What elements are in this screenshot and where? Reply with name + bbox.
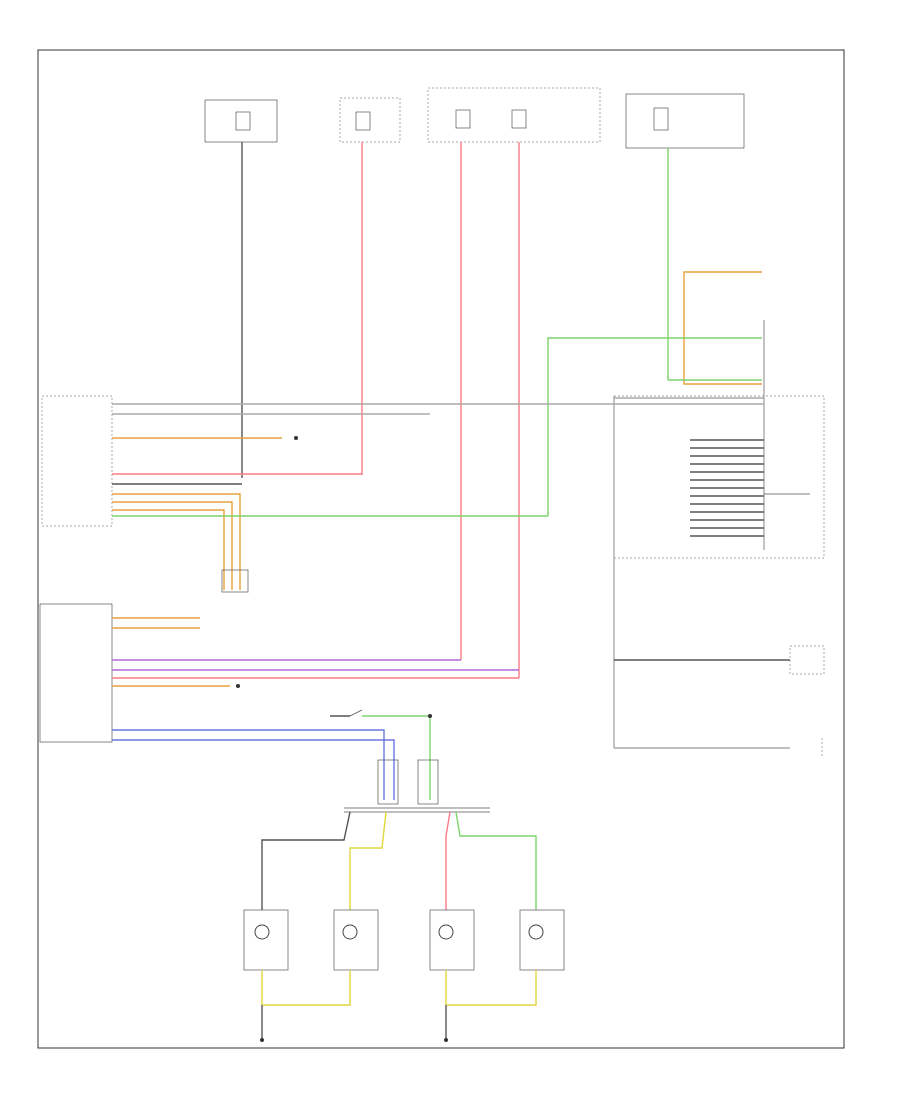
wire-orange-right	[683, 271, 762, 385]
fuse-box-3	[427, 87, 601, 143]
engine-control-module	[39, 603, 113, 743]
wire-lamp-2	[349, 811, 387, 910]
connector-pins-right	[690, 439, 764, 537]
wire-green-right	[547, 337, 762, 516]
lamp-2	[333, 909, 379, 971]
transmission-control-module	[41, 395, 113, 527]
wire-lamp-4	[455, 811, 537, 910]
tcm-connector-wires	[112, 437, 548, 590]
selector-lever-module	[613, 395, 825, 559]
ecm-wires	[112, 617, 519, 800]
wire-lamp-1	[261, 811, 351, 910]
lamp-4	[519, 909, 565, 971]
lamp-3	[429, 909, 475, 971]
lamp-1	[243, 909, 289, 971]
instrument-cluster-box	[789, 645, 825, 675]
fuse-box-1	[204, 99, 278, 143]
wire-ground-right	[445, 970, 537, 1006]
fuse-box-4	[625, 93, 745, 149]
diagram-frame	[37, 49, 845, 1049]
wire-lamp-3	[445, 811, 451, 910]
wire-ground-left	[261, 970, 351, 1006]
fuse-box-2	[339, 97, 401, 143]
